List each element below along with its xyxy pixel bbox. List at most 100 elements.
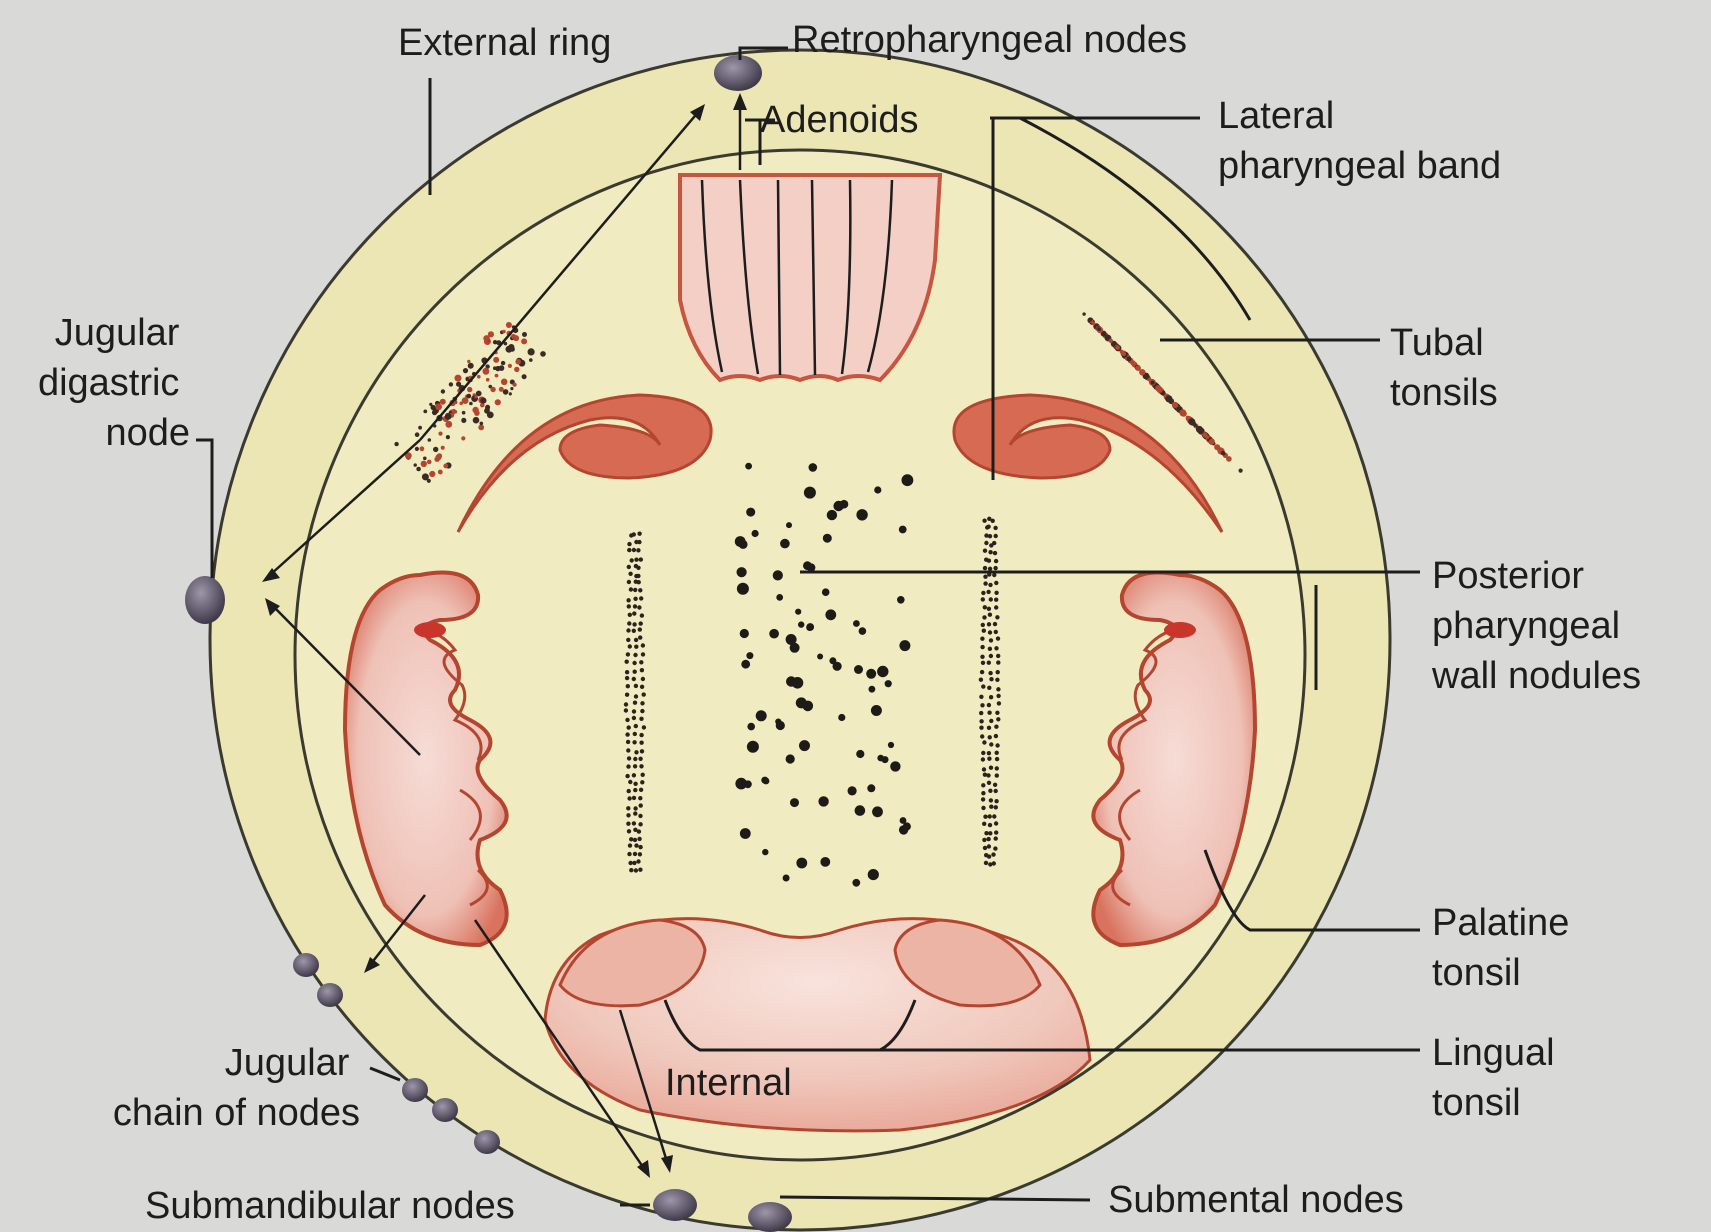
texture-dot <box>988 534 992 538</box>
texture-dot <box>628 843 632 847</box>
texture-dot <box>640 709 644 713</box>
texture-dot <box>994 646 998 650</box>
texture-dot <box>798 621 804 627</box>
texture-dot <box>994 799 998 803</box>
texture-dot <box>986 837 990 841</box>
texture-dot <box>987 757 991 761</box>
texture-dot <box>633 670 637 674</box>
texture-dot <box>993 566 997 570</box>
texture-dot <box>626 638 630 642</box>
label-retropharyngeal-nodes: Retropharyngeal nodes <box>792 19 1187 61</box>
texture-dot <box>463 368 468 373</box>
texture-dot <box>979 726 983 730</box>
texture-dot <box>987 711 991 715</box>
texture-dot <box>638 796 642 800</box>
submandibular-node <box>653 1189 697 1221</box>
texture-dot <box>474 410 480 416</box>
texture-dot <box>983 605 987 609</box>
texture-dot <box>872 806 883 817</box>
texture-dot <box>804 487 816 499</box>
texture-dot <box>979 711 983 715</box>
texture-dot <box>776 594 783 601</box>
texture-dot <box>427 479 431 483</box>
texture-dot <box>989 677 993 681</box>
texture-dot <box>818 796 828 806</box>
texture-dot <box>995 757 999 761</box>
texture-dot <box>984 541 988 545</box>
texture-dot <box>993 551 997 555</box>
texture-dot <box>493 357 499 363</box>
texture-dot <box>994 534 998 538</box>
texture-dot <box>1127 357 1132 362</box>
texture-dot <box>773 570 783 580</box>
texture-dot <box>988 831 992 835</box>
texture-dot <box>1140 370 1145 375</box>
texture-dot <box>987 559 991 563</box>
texture-dot <box>625 670 629 674</box>
texture-dot <box>438 432 442 436</box>
texture-dot <box>740 828 751 839</box>
texture-dot <box>741 660 750 669</box>
label-adenoids: Adenoids <box>760 99 918 141</box>
texture-dot <box>423 457 427 461</box>
texture-dot <box>981 591 985 595</box>
texture-dot <box>988 814 992 818</box>
texture-dot <box>987 781 991 785</box>
texture-dot <box>418 426 422 430</box>
jugular-chain-node-2 <box>317 983 343 1007</box>
texture-dot <box>435 403 442 410</box>
texture-dot <box>986 525 990 529</box>
texture-dot <box>639 741 643 745</box>
texture-dot <box>416 467 421 472</box>
texture-dot <box>509 392 512 395</box>
texture-dot <box>996 670 1000 674</box>
texture-dot <box>640 701 644 705</box>
texture-dot <box>628 861 632 865</box>
texture-dot <box>473 417 480 424</box>
texture-dot <box>783 875 790 882</box>
texture-dot <box>636 574 640 578</box>
texture-dot <box>995 743 999 747</box>
texture-dot <box>869 686 876 693</box>
texture-dot <box>746 652 753 659</box>
texture-dot <box>745 463 752 470</box>
texture-dot <box>628 613 632 617</box>
texture-dot <box>995 678 999 682</box>
texture-dot <box>642 725 646 729</box>
texture-dot <box>483 368 490 375</box>
texture-dot <box>868 869 879 880</box>
texture-dot <box>752 530 759 537</box>
texture-dot <box>982 629 986 633</box>
texture-dot <box>629 837 633 841</box>
texture-dot <box>624 702 628 706</box>
texture-dot <box>746 508 755 517</box>
texture-dot <box>1082 312 1085 315</box>
texture-dot <box>639 660 643 664</box>
texture-dot <box>991 519 995 523</box>
texture-dot <box>493 340 497 344</box>
texture-dot <box>1226 456 1232 462</box>
texture-dot <box>477 375 481 379</box>
texture-dot <box>786 522 792 528</box>
texture-dot <box>987 726 991 730</box>
texture-dot <box>996 654 1000 658</box>
texture-dot <box>640 668 644 672</box>
texture-dot <box>632 611 636 615</box>
texture-dot <box>521 338 527 344</box>
texture-dot <box>639 733 643 737</box>
texture-dot <box>441 446 445 450</box>
texture-dot <box>987 703 991 707</box>
texture-dot <box>634 558 638 562</box>
texture-dot <box>640 613 644 617</box>
texture-dot <box>986 590 990 594</box>
jugular-chain-node-1 <box>293 953 319 977</box>
texture-dot <box>817 654 823 660</box>
texture-dot <box>502 330 506 334</box>
texture-dot <box>499 365 505 371</box>
texture-dot <box>799 740 810 751</box>
texture-dot <box>637 837 641 841</box>
adenoids-shape <box>680 175 940 380</box>
label-jugular-chain-of-nodes: Jugular chain of nodes <box>113 1042 360 1134</box>
texture-dot <box>1181 411 1187 417</box>
texture-dot <box>420 446 425 451</box>
